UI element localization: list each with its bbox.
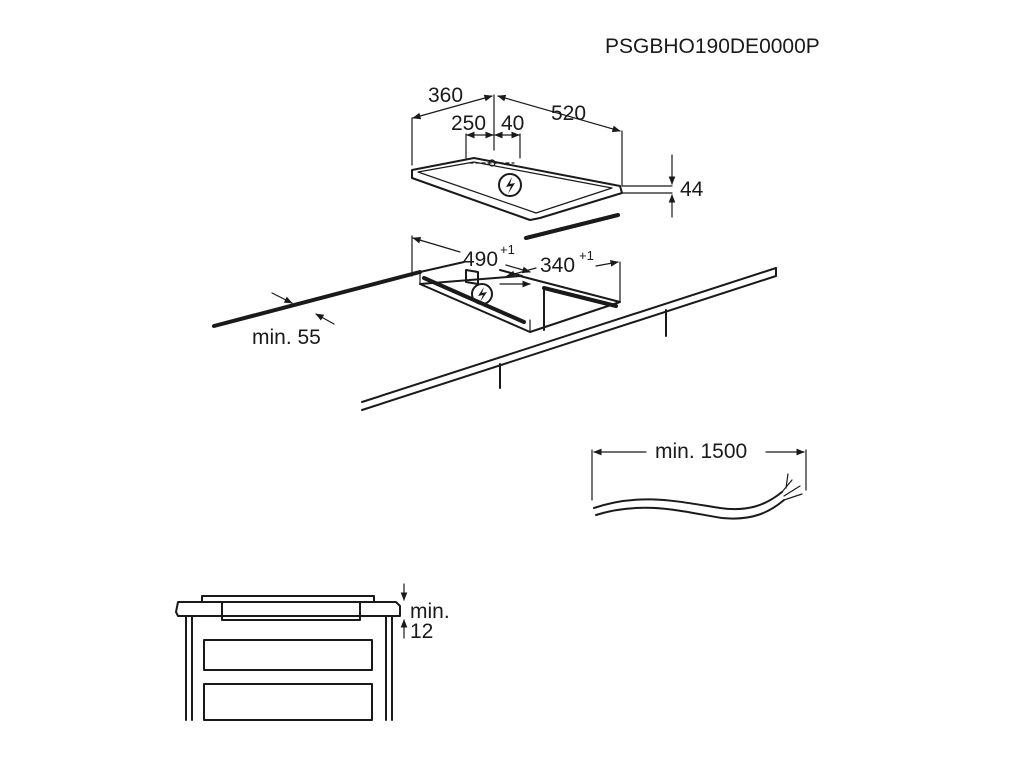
section-worktop	[175, 601, 401, 617]
cable-lower	[595, 499, 785, 520]
dim-arrow-490-left	[412, 236, 461, 253]
dim-arrow-360	[412, 94, 493, 120]
label-cutout-depth: 340	[540, 254, 575, 277]
label-edge-distance: min. 55	[252, 326, 321, 349]
dim-arrow-520	[497, 94, 621, 133]
label-hob-depth: 360	[428, 84, 463, 107]
label-zone-gap: 40	[501, 112, 524, 135]
cable-upper	[593, 491, 783, 511]
label-cutout-depth-tolerance: +1	[579, 248, 594, 263]
dim-arrow-55-bottom	[315, 313, 335, 325]
label-zone-offset: 250	[451, 112, 486, 135]
hob-drawing: 360 520 250 40 44	[411, 84, 704, 240]
document-code: PSGBHO190DE0000P	[605, 35, 820, 58]
cutout-inner-edge-right	[542, 286, 618, 308]
worktop-back-edge	[212, 270, 422, 328]
label-gap-min: min.	[410, 600, 450, 623]
side-section-drawing: min. 12	[175, 583, 450, 721]
lightning-in-circle-icon	[471, 283, 493, 305]
connection-box	[465, 269, 479, 285]
label-gap-value: 12	[410, 620, 433, 643]
section-hob-body	[221, 601, 361, 621]
worktop-drawing: 490 +1 340 +1 min. 55	[212, 235, 777, 411]
section-drawer	[203, 683, 373, 721]
hob-seal-strip	[524, 213, 620, 240]
section-drawer	[203, 639, 373, 671]
dim-arrow-55-top	[271, 292, 293, 304]
hob-top-plate	[411, 157, 623, 221]
label-cutout-width: 490	[463, 248, 498, 271]
worktop-front-edge-lower	[361, 275, 777, 411]
worktop-front-edge	[361, 267, 777, 403]
hob-inner-edge	[417, 161, 613, 214]
label-hob-height: 44	[680, 178, 704, 201]
cutout-depth-edges	[419, 271, 531, 333]
cable-drawing: min. 1500	[591, 440, 807, 520]
dim-arrow-340-right	[595, 260, 619, 267]
label-hob-width: 520	[551, 102, 586, 125]
label-cable-length: min. 1500	[655, 440, 747, 463]
dim-arrow-340-left	[506, 267, 537, 278]
label-cutout-width-tolerance: +1	[500, 242, 515, 257]
cable-wire-ends	[781, 473, 803, 501]
lightning-in-circle-icon	[498, 173, 522, 197]
